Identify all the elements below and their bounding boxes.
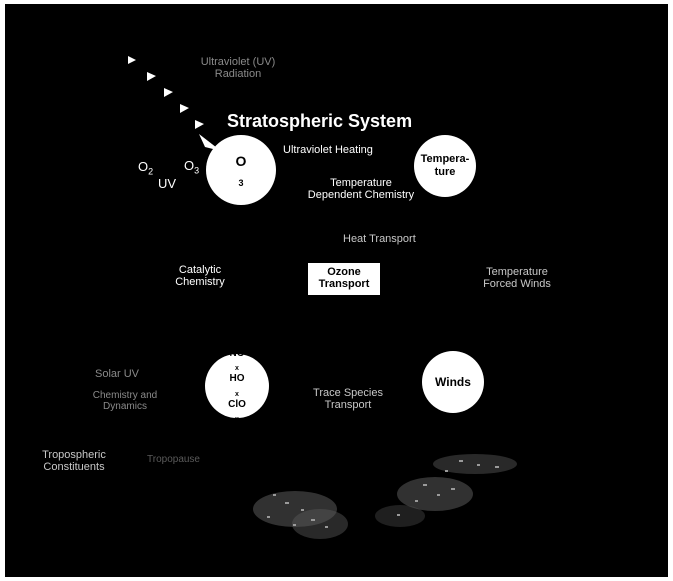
cloud-speck: [301, 509, 304, 511]
uv-heating-label: Ultraviolet Heating: [283, 144, 373, 156]
o3-label: O3: [184, 158, 200, 176]
tropospheric-constituents-label: Tropospheric Constituents: [42, 449, 106, 474]
tropopause-label: Tropopause: [147, 454, 200, 465]
cloud-speck: [437, 494, 440, 496]
radiation-label: Ultraviolet (UV) Radiation: [200, 56, 276, 81]
cloud-speck: [477, 464, 480, 466]
cloud-speck: [293, 524, 296, 526]
cloud-speck: [311, 519, 315, 521]
cloud-speck: [415, 500, 418, 502]
cloud-speck: [285, 502, 289, 504]
temperature-chemistry-label: Temperature Dependent Chemistry: [307, 177, 415, 202]
cloud-speck: [459, 460, 463, 462]
diagram-panel: Ultraviolet (UV) Radiation Stratospheric…: [5, 4, 668, 577]
chemistry-dynamics-label: Chemistry and Dynamics: [92, 390, 158, 413]
arrow-dash-2: [147, 72, 156, 81]
cloud-speck: [273, 494, 276, 496]
cloud-speck: [325, 526, 328, 528]
cloud-speck: [397, 514, 400, 516]
o2-label: O2: [138, 159, 154, 177]
cloud-blob-1: [253, 491, 337, 527]
cloud-speck: [445, 470, 448, 472]
temperature-node: Tempera- ture: [414, 135, 476, 197]
arrow-dash-5: [195, 120, 204, 129]
heat-transport-label: Heat Transport: [343, 233, 416, 245]
cloud-blob-3: [397, 477, 473, 511]
cloud-speck: [495, 466, 499, 468]
arrow-dash-3: [164, 88, 173, 97]
diagram-title: Stratospheric System: [227, 111, 413, 131]
solar-uv-label: Solar UV: [95, 368, 140, 380]
cloud-speck: [423, 484, 427, 486]
cloud-blob-4: [433, 454, 517, 474]
arrow-dash-1: [128, 56, 136, 64]
winds-node: Winds: [422, 351, 484, 413]
cloud-speck: [451, 488, 455, 490]
cloud-blob-2: [292, 509, 348, 539]
forced-winds-label: Temperature Forced Winds: [483, 266, 551, 291]
uv-label: UV: [158, 176, 177, 191]
cloud-speck: [267, 516, 270, 518]
ozone-transport-box: Ozone Transport: [308, 263, 380, 295]
arrow-dash-4: [180, 104, 189, 113]
cloud-texture: [253, 454, 517, 539]
trace-species-label: Trace Species Transport: [313, 387, 383, 412]
catalytic-chemistry-label: Catalytic Chemistry: [175, 264, 225, 289]
